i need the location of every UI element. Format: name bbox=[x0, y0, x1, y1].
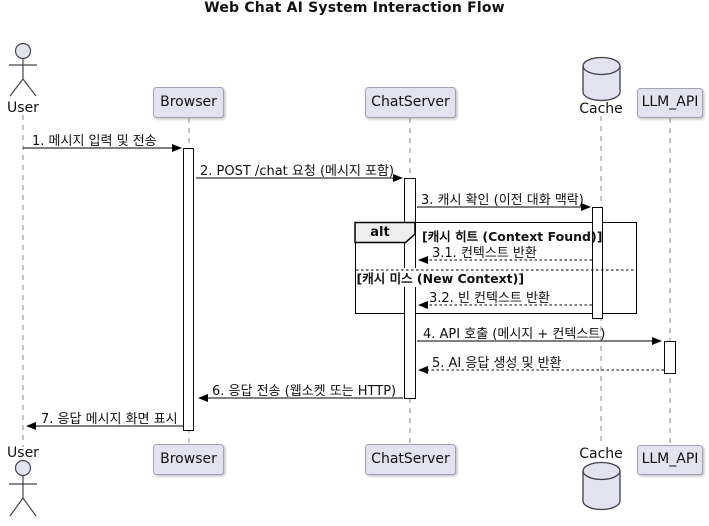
message-label-3-1: 3.1. 컨텍스트 반환 bbox=[432, 246, 537, 261]
participant-chatserver-top: ChatServer bbox=[365, 87, 456, 118]
message-label-6: 6. 응답 전송 (웹소켓 또는 HTTP) bbox=[212, 384, 397, 399]
activation-chatserver bbox=[404, 178, 416, 399]
message-label-5: 5. AI 응답 생성 및 반환 bbox=[432, 356, 562, 371]
participant-user-label-bottom: User bbox=[7, 445, 39, 461]
message-label-1: 1. 메시지 입력 및 전송 bbox=[32, 134, 157, 149]
activation-llm-api bbox=[664, 341, 676, 374]
message-label-4: 4. API 호출 (메시지 + 컨텍스트) bbox=[423, 327, 606, 342]
activation-cache bbox=[592, 207, 603, 319]
user-actor-figure-bottom bbox=[9, 459, 37, 517]
participant-llm-api-top: LLM_API bbox=[637, 88, 703, 118]
cache-database-icon-bottom bbox=[582, 461, 621, 511]
alt-condition-hit: [캐시 히트 (Context Found)] bbox=[422, 229, 603, 244]
participant-llm-api-bottom: LLM_API bbox=[637, 445, 703, 475]
participant-chatserver-bottom: ChatServer bbox=[365, 444, 456, 475]
participant-cache-label-bottom: Cache bbox=[579, 446, 623, 462]
participant-cache-label-top: Cache bbox=[579, 101, 623, 117]
participant-browser-bottom: Browser bbox=[153, 444, 224, 475]
participant-browser-top: Browser bbox=[153, 87, 224, 118]
alt-operator-label: alt bbox=[370, 225, 390, 240]
user-actor-figure-top bbox=[9, 42, 37, 97]
message-label-3: 3. 캐시 확인 (이전 대화 맥락) bbox=[421, 193, 584, 208]
alt-condition-miss: [캐시 미스 (New Context)] bbox=[356, 268, 528, 287]
alt-frame bbox=[355, 222, 637, 314]
message-label-2: 2. POST /chat 요청 (메시지 포함) bbox=[200, 164, 395, 179]
message-label-7: 7. 응답 메시지 화면 표시 bbox=[41, 412, 178, 427]
participant-user-label-top: User bbox=[7, 100, 39, 116]
diagram-title: Web Chat AI System Interaction Flow bbox=[204, 0, 505, 16]
message-label-3-2: 3.2. 빈 컨텍스트 반환 bbox=[429, 291, 550, 306]
cache-database-icon-top bbox=[582, 56, 621, 102]
activation-browser bbox=[183, 148, 194, 431]
